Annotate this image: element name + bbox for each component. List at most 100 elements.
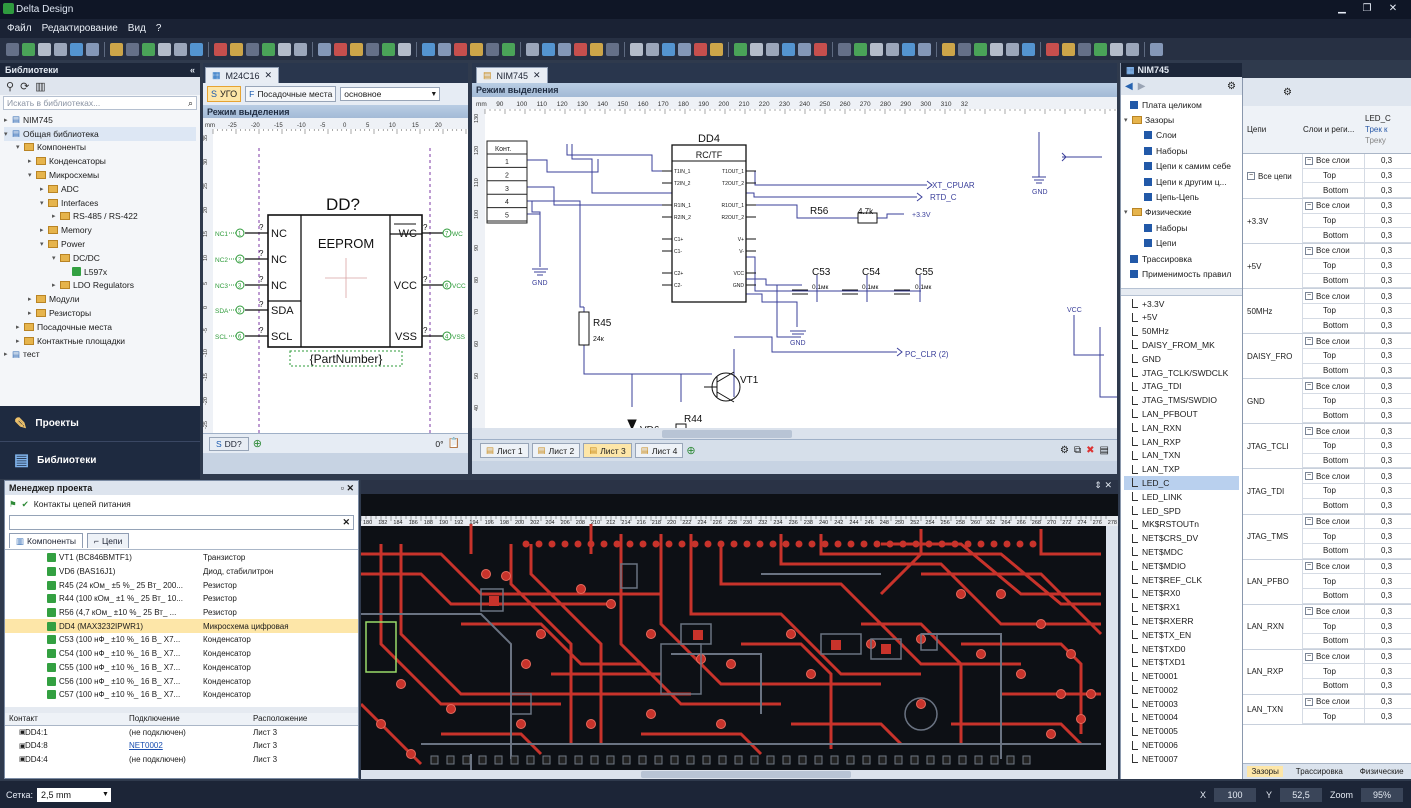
net-list-item[interactable]: MK$RSTOUTn [1124, 517, 1239, 531]
toolbar-tool-icon[interactable] [558, 42, 571, 56]
toolbar-tool-icon[interactable] [1078, 42, 1091, 56]
collapse-icon[interactable]: − [1305, 382, 1313, 391]
grid-value[interactable]: 0,3 [1381, 381, 1393, 391]
grid-net-cell[interactable]: +3.3V [1243, 199, 1303, 244]
toolbar-tool-icon[interactable] [542, 42, 555, 56]
toolbar-tool-icon[interactable] [734, 42, 747, 56]
expanded-icon[interactable]: ▾ [16, 144, 20, 152]
toolbar-tool-icon[interactable] [174, 42, 187, 56]
grid-value[interactable]: 0,3 [1381, 246, 1393, 256]
toolbar-tool-icon[interactable] [1022, 42, 1035, 56]
minimize-button[interactable]: ▁ [1338, 3, 1346, 14]
grid-value[interactable]: 0,3 [1381, 501, 1393, 511]
toolbar-tool-icon[interactable] [798, 42, 811, 56]
net-list-item[interactable]: NET$RX1 [1124, 600, 1239, 614]
col-nets[interactable]: Цепи [1247, 125, 1267, 134]
net-list-item[interactable]: LAN_PFBOUT [1124, 407, 1239, 421]
net-list-item[interactable]: NET$REF_CLK [1124, 573, 1239, 587]
net-list-item[interactable]: NET0007 [1124, 752, 1239, 766]
toolbar-tool-icon[interactable] [70, 42, 83, 56]
zoom-value[interactable]: 95% [1361, 787, 1403, 802]
net-list-item[interactable]: NET$MDC [1124, 545, 1239, 559]
toolbar-tool-icon[interactable] [366, 42, 379, 56]
pcb-close-icon[interactable]: ✕ [1104, 480, 1112, 490]
library-tree-item[interactable]: ▸RS-485 / RS-422 [4, 210, 196, 224]
net-list-item[interactable]: LED_C [1124, 476, 1239, 490]
library-tree-item[interactable]: ▸▤тест [4, 348, 196, 362]
net-list-item[interactable]: NET$TXD1 [1124, 655, 1239, 669]
menu-view[interactable]: Вид [127, 23, 146, 34]
rules-tree-item[interactable]: ▾Физические [1124, 205, 1239, 220]
toolbar-tool-icon[interactable] [766, 42, 779, 56]
component-row[interactable]: R45 (24 кОм_ ±5 %_ 25 Вт_ 200...Резистор [5, 578, 358, 592]
back-icon[interactable]: ◀ [1125, 80, 1133, 92]
net-list-item[interactable]: NET0006 [1124, 738, 1239, 752]
menu-help[interactable]: ? [155, 23, 162, 34]
toolbar-tool-icon[interactable] [782, 42, 795, 56]
grid-tab[interactable]: Зазоры [1247, 766, 1283, 777]
grid-net-cell[interactable]: JTAG_TCLI [1243, 424, 1303, 469]
grid-net-cell[interactable]: −Все цепи [1243, 154, 1303, 199]
toolbar-tool-icon[interactable] [278, 42, 291, 56]
rules-tree-item[interactable]: Цепи к самим себе [1124, 159, 1239, 174]
toolbar-tool-icon[interactable] [918, 42, 931, 56]
grid-net-cell[interactable]: LAN_RXN [1243, 604, 1303, 649]
pcb-pin-icon[interactable]: ⇕ [1094, 480, 1102, 490]
grid-value[interactable]: 0,3 [1381, 306, 1393, 316]
library-tree-item[interactable]: ▾DC/DC [4, 251, 196, 265]
rules-tree-item[interactable]: Плата целиком [1124, 97, 1239, 112]
settings-icon[interactable]: ⚙ [1227, 80, 1236, 92]
toolbar-tool-icon[interactable] [870, 42, 883, 56]
net-list-item[interactable]: LAN_RXN [1124, 421, 1239, 435]
rules-tree-item[interactable]: Применимость правил [1124, 266, 1239, 281]
net-list-item[interactable]: NET$TX_EN [1124, 628, 1239, 642]
close-button[interactable]: ✕ [1388, 3, 1398, 14]
net-list-item[interactable]: NET0002 [1124, 683, 1239, 697]
toolbar-tool-icon[interactable] [350, 42, 363, 56]
grid-value[interactable]: 0,3 [1381, 411, 1393, 421]
expanded-icon[interactable]: ▾ [52, 254, 56, 262]
rules-tree-item[interactable]: ▾Зазоры [1124, 112, 1239, 127]
component-row[interactable]: C54 (100 нФ_ ±10 %_ 16 В_ X7...Конденсат… [5, 647, 358, 661]
connect-icon[interactable]: ⚲ [6, 80, 15, 93]
add-sheet-icon[interactable]: ⊕ [252, 438, 262, 450]
grid-value[interactable]: 0,3 [1381, 576, 1393, 586]
expanded-icon[interactable]: ▾ [1124, 209, 1128, 217]
component-row[interactable]: C53 (100 нФ_ ±10 %_ 16 В_ X7...Конденсат… [5, 633, 358, 647]
grid-net-cell[interactable]: LAN_RXP [1243, 649, 1303, 694]
col-layers[interactable]: Слои и реги... [1303, 125, 1355, 134]
menu-file[interactable]: Файл [7, 23, 32, 34]
component-row[interactable]: R56 (4,7 кОм_ ±10 %_ 25 Вт_ ...Резистор [5, 606, 358, 620]
collapse-icon[interactable]: − [1305, 517, 1313, 526]
toolbar-tool-icon[interactable] [526, 42, 539, 56]
sheet-tab[interactable]: ▤Лист 3 [583, 443, 632, 458]
grid-value[interactable]: 0,3 [1381, 681, 1393, 691]
toolbar-tool-icon[interactable] [382, 42, 395, 56]
grid-settings-icon[interactable]: ⚙ [1283, 86, 1292, 98]
toolbar-tool-icon[interactable] [86, 42, 99, 56]
nav-libraries[interactable]: ▤Библиотеки [0, 442, 200, 478]
toolbar-tool-icon[interactable] [110, 42, 123, 56]
net-list-item[interactable]: LED_LINK [1124, 490, 1239, 504]
library-tree-item[interactable]: ▾Компоненты [4, 141, 196, 155]
net-list-item[interactable]: NET0001 [1124, 669, 1239, 683]
net-list-item[interactable]: NET$CRS_DV [1124, 531, 1239, 545]
net-list-item[interactable]: LAN_RXP [1124, 435, 1239, 449]
toolbar-tool-icon[interactable] [1150, 42, 1163, 56]
net-list-item[interactable]: NET$MDIO [1124, 559, 1239, 573]
delete-icon[interactable]: ✖ [1086, 445, 1095, 456]
grid-value[interactable]: 0,3 [1381, 456, 1393, 466]
collapse-icon[interactable]: − [1305, 697, 1313, 706]
grid-value[interactable]: 0,3 [1381, 216, 1393, 226]
component-row[interactable]: C56 (100 нФ_ ±10 %_ 16 В_ X7...Конденсат… [5, 674, 358, 688]
